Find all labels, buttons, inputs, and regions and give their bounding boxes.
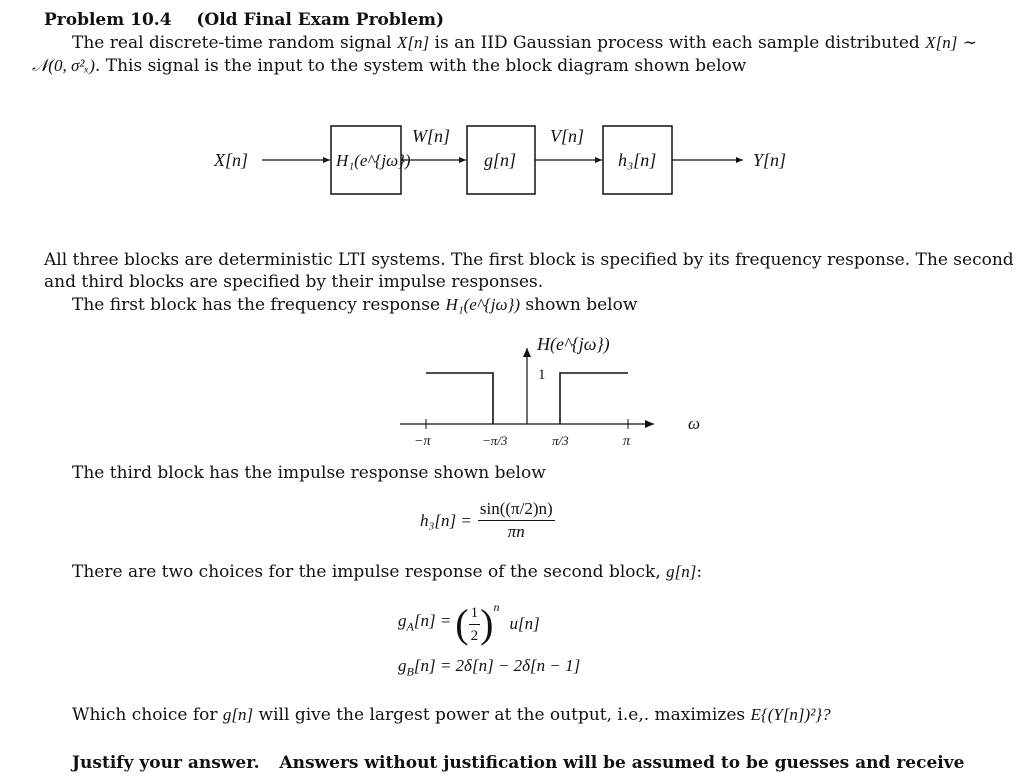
question-text-a: Which choice for: [72, 705, 223, 725]
para4-text-a: There are two choices for the impulse re…: [72, 562, 667, 582]
para2-line-1: All three blocks are deterministic LTI s…: [44, 250, 1014, 270]
intro-line-2: 𝒩(0, σ²ₓ). This signal is the input to t…: [32, 55, 746, 77]
para2-text-a: The first block has the frequency respon…: [72, 295, 446, 315]
ga-numerator: 1: [468, 602, 481, 625]
frequency-response-plot: H(e^{jω}) 1 ω −π −π/3 π/3 π: [400, 334, 700, 449]
ga-rhs: u[n]: [509, 614, 540, 633]
signal-v-label: V[n]: [550, 126, 584, 146]
ga-exponent: n: [493, 600, 500, 614]
tick-label-minus-pi-3: −π/3: [482, 433, 508, 448]
gb-rest: [n] = 2δ[n] − 2δ[n − 1]: [413, 656, 581, 675]
para2-text-c: shown below: [520, 295, 638, 315]
question-g: g[n]: [222, 705, 254, 724]
tick-label-pi: π: [623, 434, 631, 449]
para2-line-2: and third blocks are specified by their …: [44, 272, 544, 292]
gb-g: g: [398, 656, 407, 675]
plot-level-1: 1: [538, 367, 546, 383]
question: Which choice for g[n] will give the larg…: [72, 704, 831, 726]
block-diagram: X[n] H₁(e^{jω}) W[n] g[n] V[n] h₃[n] Y[n…: [213, 125, 786, 195]
tick-label-pi-3: π/3: [552, 433, 569, 448]
question-expectation: E{(Y[n])²}?: [750, 705, 831, 724]
block-g-label: g[n]: [484, 150, 516, 170]
ga-paren-open: (: [455, 601, 469, 646]
justify-line: Justify your answer. Answers without jus…: [72, 752, 964, 774]
ga-equation: gA[n] = ( 1 2 ) n u[n]: [398, 598, 540, 650]
intro-signal-x-2: X[n]: [925, 33, 958, 52]
intro-text-b: is an IID Gaussian process with each sam…: [429, 33, 926, 53]
h3-fraction: sin((π/2)n) πn: [477, 498, 555, 543]
problem-subtitle: (Old Final Exam Problem): [196, 10, 445, 30]
h3-numerator: sin((π/2)n): [477, 498, 555, 521]
ga-fraction: 1 2: [468, 602, 481, 647]
ga-lhs: gA[n] =: [398, 610, 451, 637]
problem-heading: Problem 10.4 (Old Final Exam Problem): [44, 9, 444, 31]
intro-distributed-symbol: ∼: [962, 33, 977, 53]
intro-signal-x: X[n]: [396, 33, 430, 52]
problem-number: Problem 10.4: [44, 10, 172, 30]
block-h1-label: H₁(e^{jω}): [335, 151, 411, 170]
passband-right: [559, 372, 628, 424]
diagram-input-label: X[n]: [213, 150, 248, 170]
gb-sub: B: [406, 664, 414, 679]
signal-w-label: W[n]: [412, 126, 450, 146]
diagram-output-label: Y[n]: [753, 150, 786, 170]
para4-text-c: :: [696, 562, 703, 582]
ga-denominator: 2: [470, 627, 479, 644]
h3-lhs: h₃[n] =: [420, 510, 472, 530]
block-h3-label: h₃[n]: [618, 150, 656, 170]
intro-normal-dist: 𝒩(0, σ²ₓ): [32, 56, 95, 75]
ga-sub: A: [406, 619, 414, 634]
para3: The third block has the impulse response…: [72, 463, 546, 483]
h3-equation: h₃[n] = sin((π/2)n) πn: [420, 498, 555, 543]
intro-line-1: The real discrete-time random signal X[n…: [72, 32, 977, 54]
justify-text-a: Justify your answer.: [72, 753, 260, 773]
para2-h1: H₁(e^{jω}): [445, 295, 520, 314]
gb-equation: gB[n] = 2δ[n] − 2δ[n − 1]: [398, 655, 580, 682]
justify-text-b: Answers without justification will be as…: [279, 753, 965, 773]
plot-omega-label: ω: [688, 414, 700, 433]
question-text-c: will give the largest power at the outpu…: [253, 705, 751, 725]
h3-denominator: πn: [507, 522, 525, 541]
para4-g: g[n]: [666, 562, 697, 581]
ga-paren-close: ): [480, 601, 494, 646]
passband-left: [426, 372, 494, 424]
para2-line-3: The first block has the frequency respon…: [72, 294, 637, 316]
tick-label-minus-pi: −π: [414, 434, 431, 449]
ga-g: g: [398, 611, 407, 631]
intro-text-a: The real discrete-time random signal: [72, 33, 397, 53]
ga-bracket: [n] =: [413, 611, 452, 631]
para4: There are two choices for the impulse re…: [72, 561, 702, 583]
plot-title-h: H(e^{jω}): [536, 334, 610, 355]
intro-text-c: . This signal is the input to the system…: [94, 56, 747, 76]
